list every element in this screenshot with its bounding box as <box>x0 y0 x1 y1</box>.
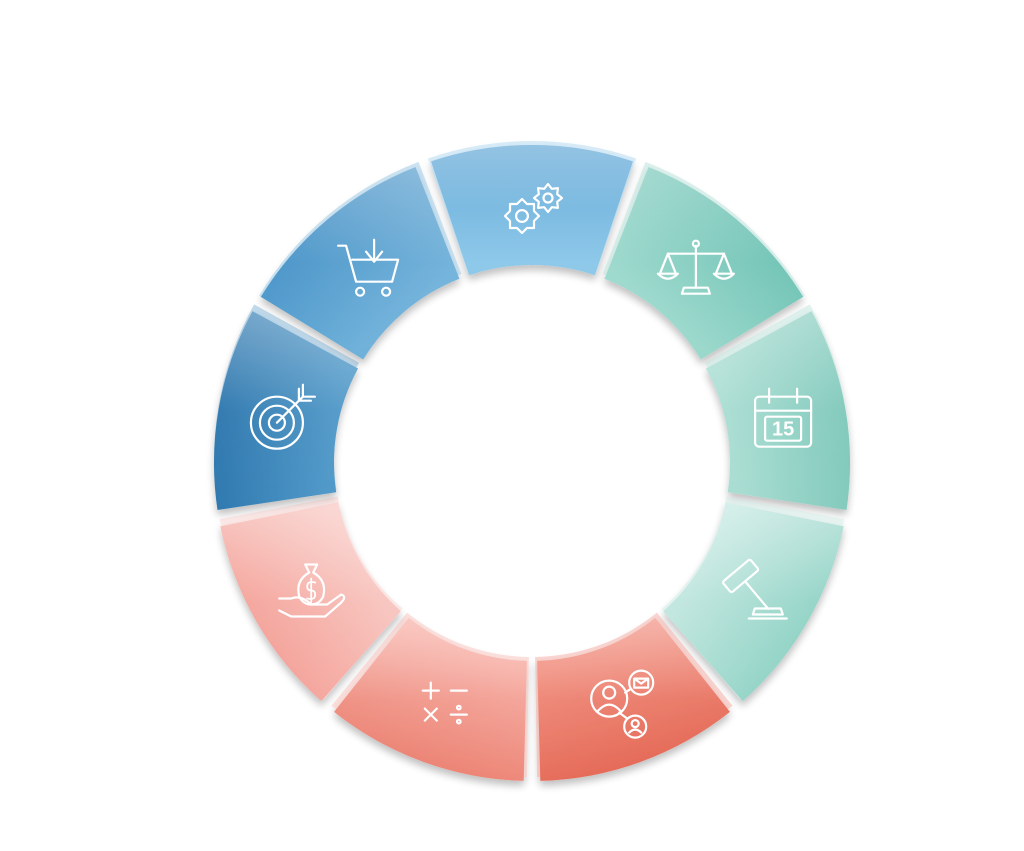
gavel-icon <box>722 558 788 620</box>
segment-gloss <box>537 617 730 781</box>
segment-gloss <box>663 502 844 702</box>
ring-segment-gears[interactable] <box>427 141 637 276</box>
ring-segment-balance-scale[interactable] <box>602 161 805 360</box>
balance-scale-icon <box>656 239 736 295</box>
target-icon <box>249 383 316 450</box>
gears-icon <box>503 182 564 235</box>
segment-gloss <box>260 167 460 360</box>
ring-segment-target[interactable] <box>214 304 359 511</box>
segment-gloss <box>214 311 358 511</box>
ring-segment-network-people[interactable] <box>535 612 733 781</box>
shopping-cart-icon <box>337 238 400 297</box>
calendar-icon: 15 <box>753 387 813 448</box>
segment-gloss <box>431 145 633 276</box>
network-people-icon <box>590 669 655 739</box>
math-operations-icon <box>421 681 468 725</box>
segment-gloss <box>604 167 804 360</box>
ring-segment-gavel[interactable] <box>661 496 845 702</box>
calendar-day-label: 15 <box>772 419 794 441</box>
money-hand-icon <box>278 563 346 618</box>
